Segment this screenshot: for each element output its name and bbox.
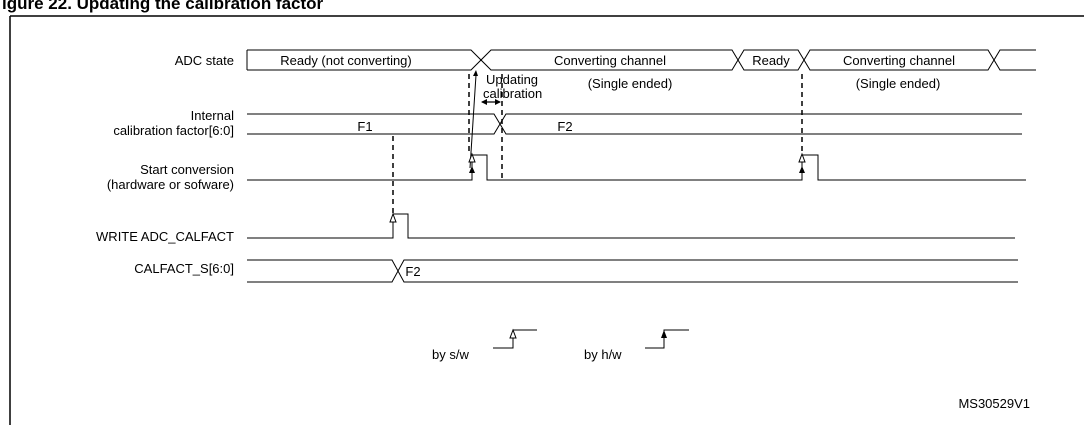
start-hw-trigger-arrow-2: [799, 166, 805, 173]
internal-cal-bus: [247, 113, 1022, 135]
figure-title: igure 22. Updating the calibration facto…: [2, 0, 324, 13]
adc-state-bus: [246, 49, 1036, 71]
label-start-conv-1: Start conversion: [140, 162, 234, 177]
state-single-ended-2: (Single ended): [856, 76, 941, 91]
label-internal-cal-1: Internal: [191, 108, 234, 123]
label-internal-cal-2: calibration factor[6:0]: [113, 123, 234, 138]
legend-by-hw: by h/w: [584, 347, 622, 362]
updating-arrow-left: [481, 99, 487, 105]
figure-reference-code: MS30529V1: [958, 396, 1030, 411]
legend-by-sw: by s/w: [432, 347, 469, 362]
start-conversion-waveform: [247, 154, 1026, 181]
label-calfact-s: CALFACT_S[6:0]: [134, 261, 234, 276]
state-single-ended-1: (Single ended): [588, 76, 673, 91]
cal-value-f2: F2: [557, 119, 572, 134]
updating-pointer-line: [469, 74, 477, 169]
updating-pointer-head: [473, 70, 478, 76]
cal-value-f1: F1: [357, 119, 372, 134]
legend-sw-edge: [493, 329, 537, 349]
start-sw-trigger-arrow-2: [798, 152, 806, 163]
label-adc-state: ADC state: [175, 53, 234, 68]
state-converting-1: Converting channel: [554, 53, 666, 68]
calfact-s-bus: [247, 259, 1018, 283]
legend-hw-arrow-icon: [661, 330, 667, 338]
write-calfact-waveform: [247, 213, 1015, 239]
state-ready-not-converting: Ready (not converting): [280, 53, 412, 68]
legend-hw-edge: [645, 329, 689, 349]
updating-arrow-right: [495, 99, 501, 105]
start-hw-trigger-arrow-1: [469, 166, 475, 173]
updating-label-2: calibration: [483, 86, 542, 101]
start-sw-trigger-arrow-1: [468, 152, 476, 163]
write-sw-trigger-arrow: [389, 212, 397, 223]
state-ready: Ready: [752, 53, 790, 68]
state-converting-2: Converting channel: [843, 53, 955, 68]
legend-sw-arrow-icon: [509, 328, 517, 339]
updating-label-1: Updating: [486, 72, 538, 87]
label-start-conv-2: (hardware or sofware): [107, 177, 234, 192]
reference-dotted-lines: [392, 74, 803, 214]
label-write-calfact: WRITE ADC_CALFACT: [96, 229, 234, 244]
calfact-value-f2: F2: [405, 264, 420, 279]
